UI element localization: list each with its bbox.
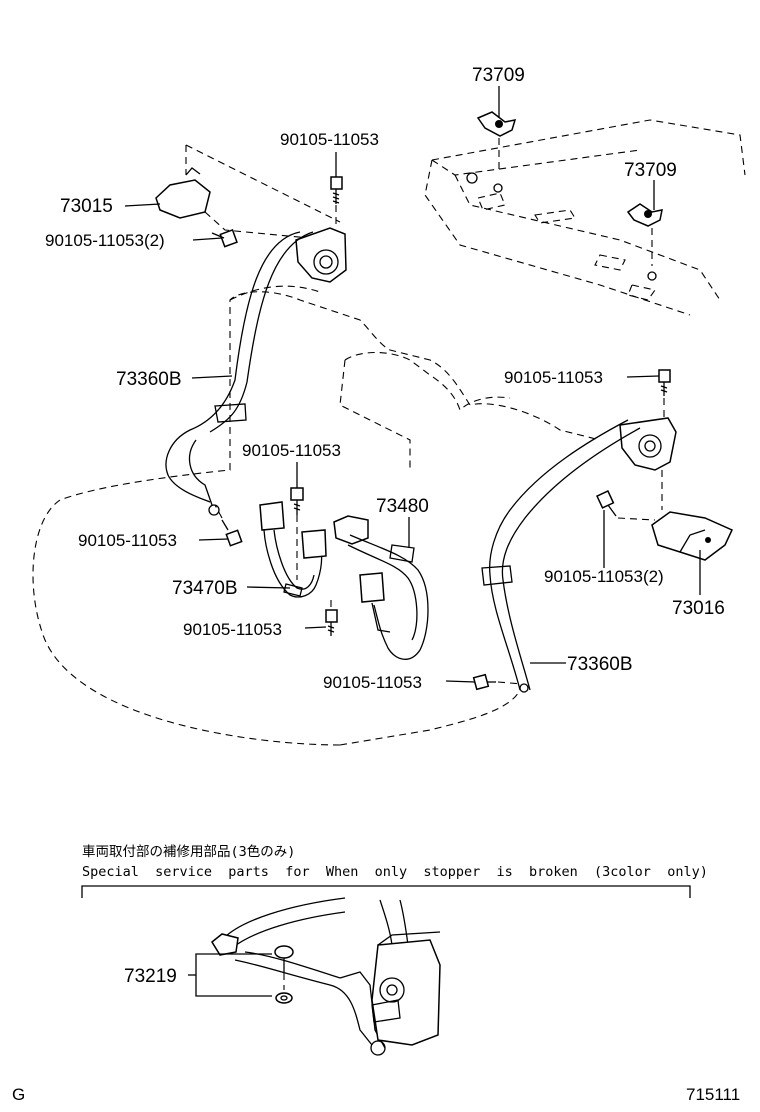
bracket-73219-leader: 73219 [124,953,272,997]
special-service-note: 車両取付部の補修用部品(3色のみ) Special service parts … [81,843,708,898]
label-90105-center-lower: 90105-11053 [183,620,282,639]
label-90105-bottom: 90105-11053 [323,673,422,692]
bolt-left-73015 [211,229,238,248]
buckle-73470B-part [259,501,327,598]
label-73016: 73016 [672,598,725,619]
label-73360B-left: 73360B [116,369,182,390]
bracket-73015-part [155,144,341,241]
label-90105-right-upper: 90105-11053 [504,368,603,387]
rear-seat-outline [32,285,601,746]
label-73709-top: 73709 [472,65,525,86]
label-73480: 73480 [376,496,429,517]
bracket-73016-part [651,511,734,561]
label-73709-right: 73709 [624,160,677,181]
seat-belt-left-73360B-part [165,227,347,516]
label-90105-top: 90105-11053 [280,130,379,149]
label-73219: 73219 [124,966,177,987]
bolt-center [290,487,304,580]
label-73470B: 73470B [172,578,238,599]
label-90105-2-left: 90105-11053(2) [45,231,165,250]
note-japanese: 車両取付部の補修用部品(3色のみ) [82,843,295,860]
label-73015: 73015 [60,196,113,217]
label-73360B-right: 73360B [567,654,633,675]
bolt-bottom [472,673,523,691]
label-90105-center: 90105-11053 [242,441,341,460]
note-english: Special service parts for When only stop… [82,864,708,880]
bolt-right-73016 [596,490,656,521]
anchor-73709-top-part [476,111,517,172]
stopper-pin-part [274,945,294,1004]
label-90105-2-right: 90105-11053(2) [544,567,664,586]
diagram-number: 715111 [686,1085,740,1104]
body-panel-outline [424,119,746,316]
bolt-left-lower [214,504,243,547]
bolt-center-lower [325,600,338,636]
anchor-73709-right-part [626,203,663,266]
leader-lines [124,86,701,683]
detail-stopper-assembly [211,897,441,1056]
bolt-right-upper [658,369,671,425]
part-labels: 73709 73709 90105-11053 73015 90105-1105… [45,65,725,692]
footer-code: G [12,1085,25,1104]
belt-73480-part [333,515,429,660]
label-90105-left-lower: 90105-11053 [78,531,177,550]
seat-belt-right-73360B-part [481,417,677,693]
bolt-top [330,176,343,228]
